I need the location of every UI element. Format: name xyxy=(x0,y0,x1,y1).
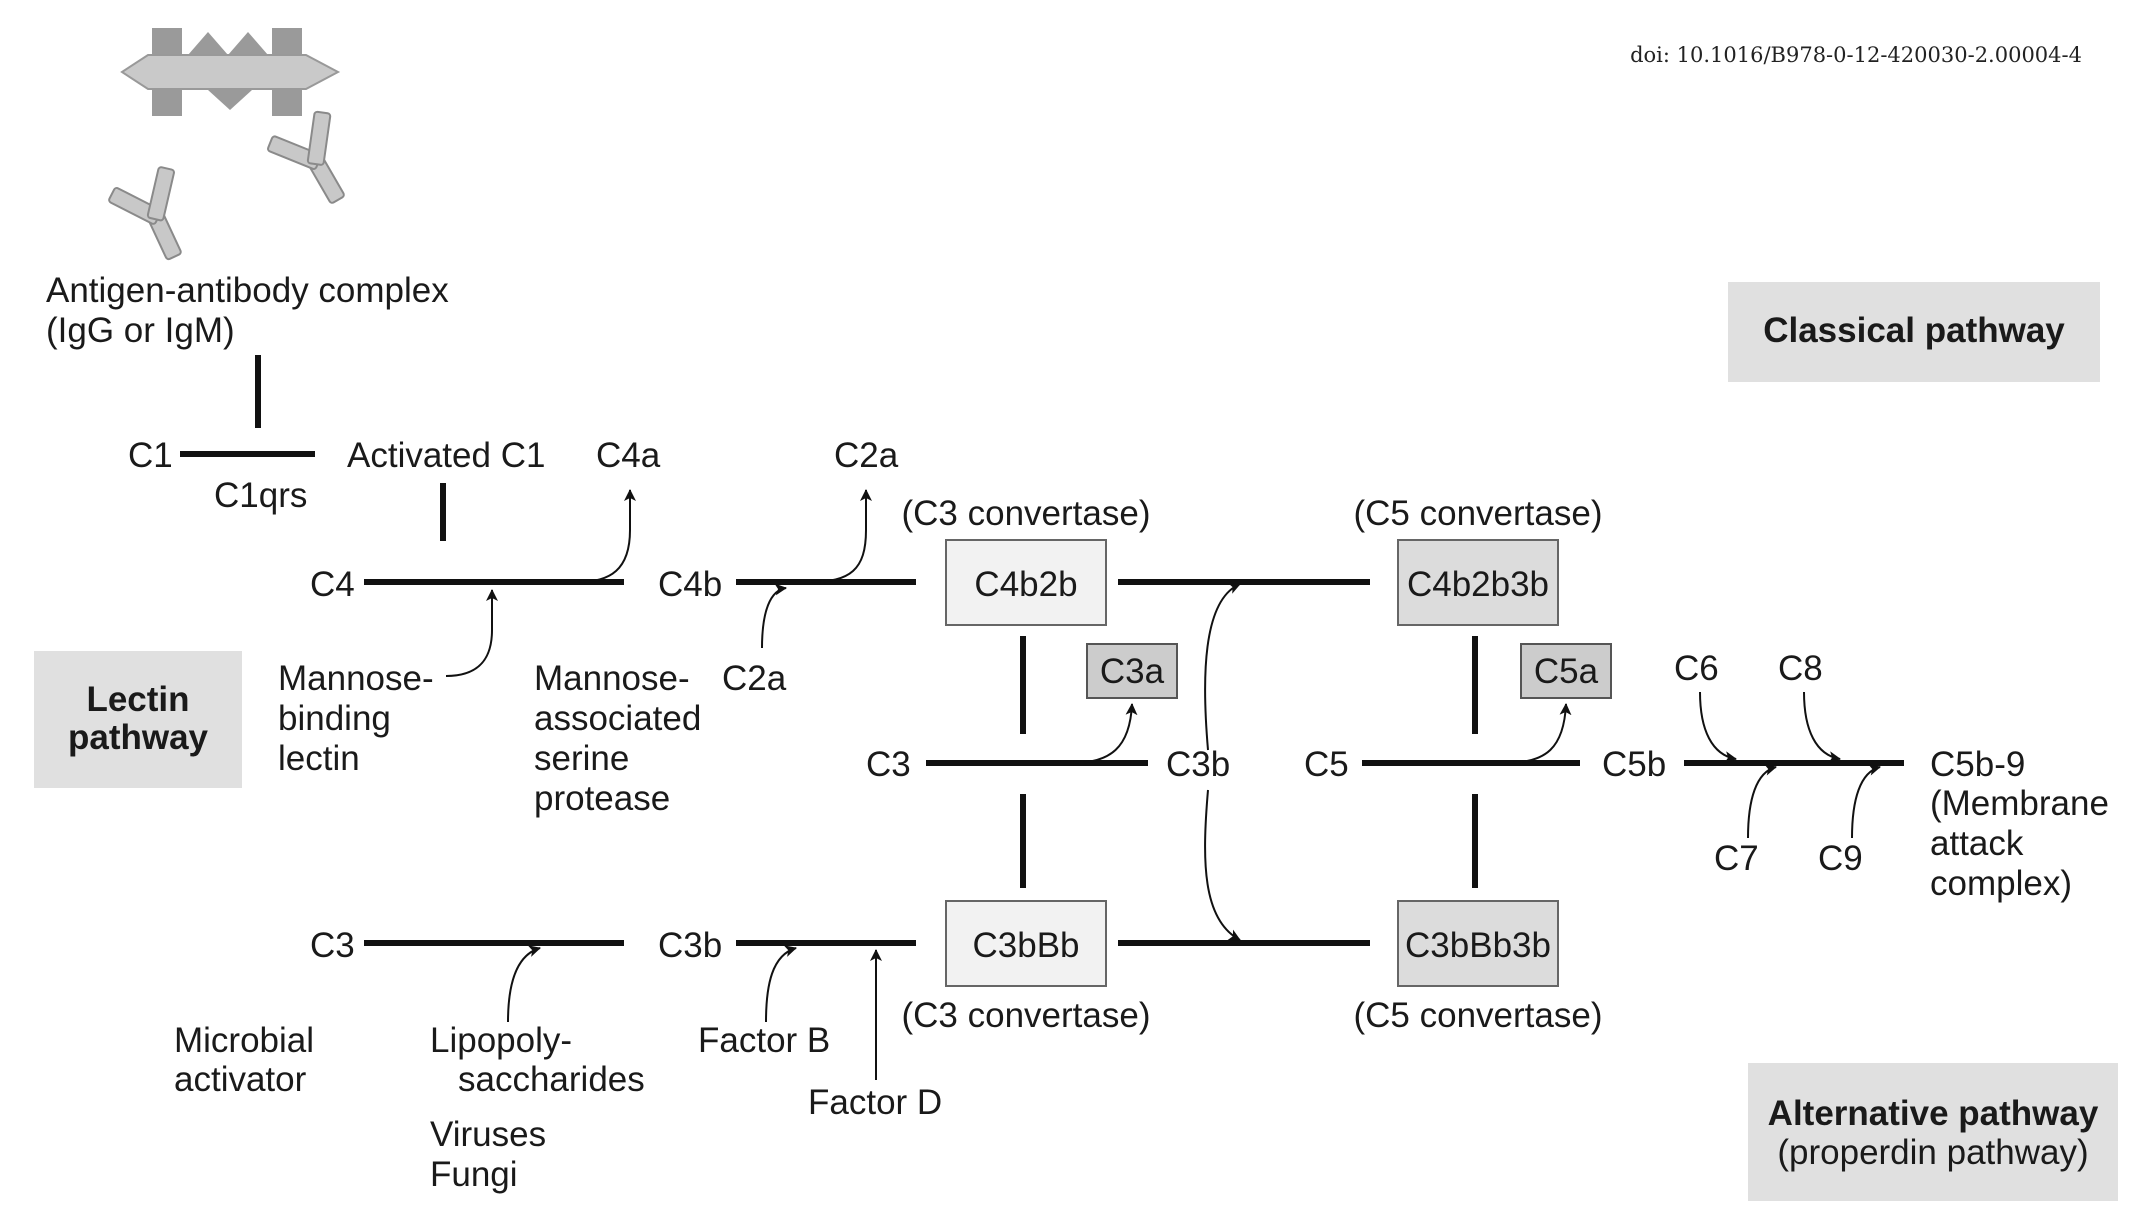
microbial-label-1: Microbial xyxy=(174,1021,314,1060)
mbl-label-3: lectin xyxy=(278,739,360,778)
c1qrs-label: C1qrs xyxy=(214,476,307,515)
lectin-pathway-box: Lectin pathway xyxy=(34,651,242,788)
c5-convertase-alternative-box: C3bBb3b xyxy=(1397,900,1559,987)
fungi-label: Fungi xyxy=(430,1155,518,1194)
antigen-icon xyxy=(120,28,341,116)
alt-c3-label: C3 xyxy=(310,926,355,965)
c3b-to-classical-arrow xyxy=(1204,582,1241,751)
c6-arrow xyxy=(1699,691,1737,764)
c3-convertase-caption-top: (C3 convertase) xyxy=(902,494,1151,533)
c7-label: C7 xyxy=(1714,839,1759,878)
c2a-bottom-label: C2a xyxy=(722,659,787,698)
c6-label: C6 xyxy=(1674,649,1719,688)
masp-label-1: Mannose- xyxy=(534,659,690,698)
c3-convertase-alternative-box: C3bBb xyxy=(945,900,1107,987)
classical-pathway-label: Classical pathway xyxy=(1763,311,2065,350)
c2a-top-arrow xyxy=(809,489,872,583)
factor-b-arrow xyxy=(765,945,797,1023)
c4b-label: C4b xyxy=(658,565,722,604)
c3b-label: C3b xyxy=(1166,745,1230,784)
classical-pathway-box: Classical pathway xyxy=(1728,282,2100,382)
factor-d-label: Factor D xyxy=(808,1083,942,1122)
c5-convertase-caption-bottom: (C5 convertase) xyxy=(1354,996,1603,1035)
mac-product-4: complex) xyxy=(1930,864,2072,903)
masp-label-4: protease xyxy=(534,779,670,818)
c5-convertase-caption-top: (C5 convertase) xyxy=(1354,494,1603,533)
c5a-box: C5a xyxy=(1520,643,1612,699)
lectin-pathway-label-1: Lectin xyxy=(86,680,189,719)
lectin-pathway-label-2: pathway xyxy=(68,718,209,757)
c5-convertase-classical-label: C4b2b3b xyxy=(1407,565,1549,604)
lps-label-1: Lipopoly- xyxy=(430,1021,572,1060)
c5a-arrow xyxy=(1505,703,1572,764)
factor-b-label: Factor B xyxy=(698,1021,830,1060)
c3b-to-alternative-arrow xyxy=(1204,789,1241,941)
c3-convertase-classical-box: C4b2b xyxy=(945,539,1107,626)
masp-label-2: associated xyxy=(534,699,701,738)
c3-convertase-caption-bottom: (C3 convertase) xyxy=(902,996,1151,1035)
alternative-pathway-label-1: Alternative pathway xyxy=(1768,1094,2099,1133)
c3a-label: C3a xyxy=(1100,652,1165,691)
masp-label-3: serine xyxy=(534,739,629,778)
c1-label: C1 xyxy=(128,436,173,475)
mbl-arrow xyxy=(445,589,498,677)
c5-convertase-classical-box: C4b2b3b xyxy=(1397,539,1559,626)
viruses-label: Viruses xyxy=(430,1115,546,1154)
c3-convertase-classical-label: C4b2b xyxy=(974,565,1077,604)
c3-label: C3 xyxy=(866,745,911,784)
c5-convertase-alternative-label: C3bBb3b xyxy=(1405,926,1551,965)
c8-label: C8 xyxy=(1778,649,1823,688)
c9-arrow xyxy=(1851,763,1881,839)
trigger-label-1: Antigen-antibody complex xyxy=(46,271,449,310)
c7-arrow xyxy=(1747,763,1777,839)
lps-arrow xyxy=(507,945,541,1023)
lps-label-2: saccharides xyxy=(458,1060,645,1099)
c4a-label: C4a xyxy=(596,436,661,475)
mbl-label-2: binding xyxy=(278,699,391,738)
microbial-label-2: activator xyxy=(174,1060,307,1099)
antibody-icon xyxy=(267,110,345,204)
c4-label: C4 xyxy=(310,565,355,604)
c9-label: C9 xyxy=(1818,839,1863,878)
c3a-box: C3a xyxy=(1086,643,1178,699)
alternative-pathway-box: Alternative pathway (properdin pathway) xyxy=(1748,1063,2118,1201)
mbl-label-1: Mannose- xyxy=(278,659,434,698)
antibody-icon xyxy=(108,166,182,261)
mac-product-1: C5b-9 xyxy=(1930,745,2025,784)
c5-label: C5 xyxy=(1304,745,1349,784)
activated-c1-label: Activated C1 xyxy=(347,436,545,475)
c8-arrow xyxy=(1803,691,1841,764)
c5b-label: C5b xyxy=(1602,745,1666,784)
c2a-bottom-arrow xyxy=(761,583,787,649)
alternative-pathway-label-2: (properdin pathway) xyxy=(1777,1133,2088,1172)
mac-product-2: (Membrane xyxy=(1930,784,2109,823)
c3a-arrow xyxy=(1071,703,1138,764)
alt-c3b-label: C3b xyxy=(658,926,722,965)
doi-text: doi: 10.1016/B978-0-12-420030-2.00004-4 xyxy=(1630,43,2082,67)
mac-product-3: attack xyxy=(1930,824,2024,863)
c5a-label: C5a xyxy=(1534,652,1599,691)
c2a-top-label: C2a xyxy=(834,436,899,475)
c4a-arrow xyxy=(577,489,636,583)
c3-convertase-alternative-label: C3bBb xyxy=(972,926,1079,965)
trigger-label-2: (IgG or IgM) xyxy=(46,311,235,350)
